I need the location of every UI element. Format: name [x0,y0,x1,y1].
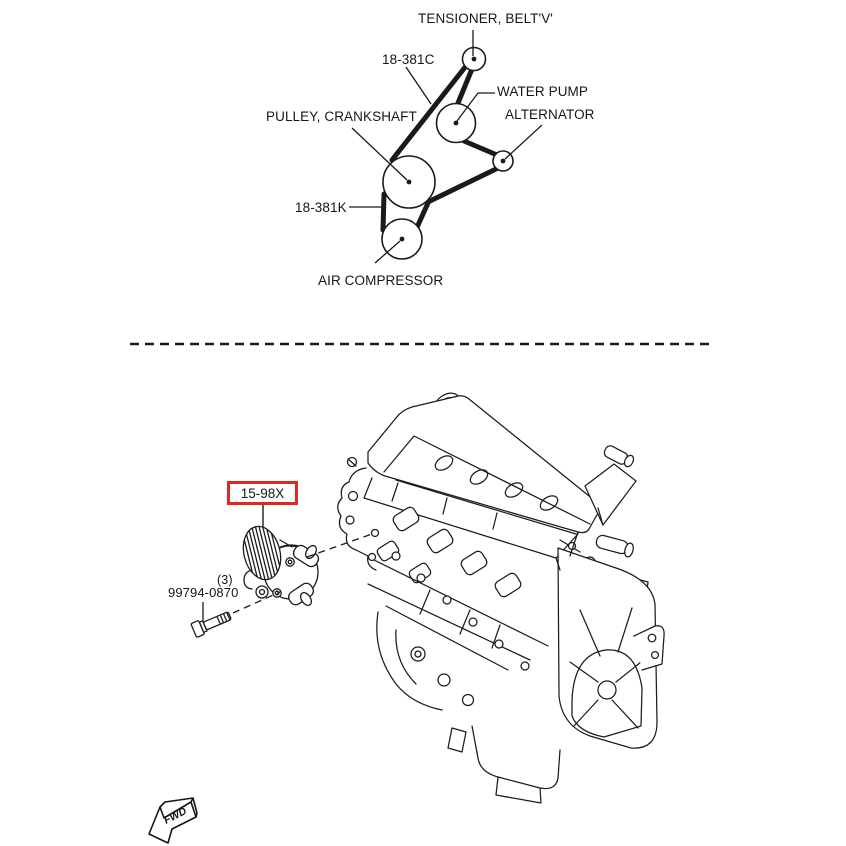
pulley-center-dots [399,56,506,242]
assembly-dashed-lines [232,533,373,614]
belt-18-381k-label[interactable]: 18-381K [295,200,347,215]
bolt-part-number-label[interactable]: 99794-0870 [168,585,239,600]
tensioner-part-art [240,522,320,606]
alternator-label: ALTERNATOR [505,107,595,122]
engine-line-art [337,392,665,804]
bolt-quantity-label: (3) [217,573,233,587]
belt-18-381c [389,63,500,204]
belt-diagram-leader-lines [349,30,543,264]
belt-18-381c-label[interactable]: 18-381C [382,52,435,67]
water-pump-label: WATER PUMP [497,84,588,99]
air-compressor-label: AIR COMPRESSOR [318,273,444,288]
mount-bolt-art [190,611,232,638]
fwd-arrow: FWD [148,797,198,844]
tensioner-label: TENSIONER, BELT'V' [418,11,553,26]
selected-part-callout-box[interactable]: 15-98X [227,481,298,505]
selected-part-number: 15-98X [240,485,285,501]
crankshaft-pulley-label: PULLEY, CRANKSHAFT [266,109,417,124]
